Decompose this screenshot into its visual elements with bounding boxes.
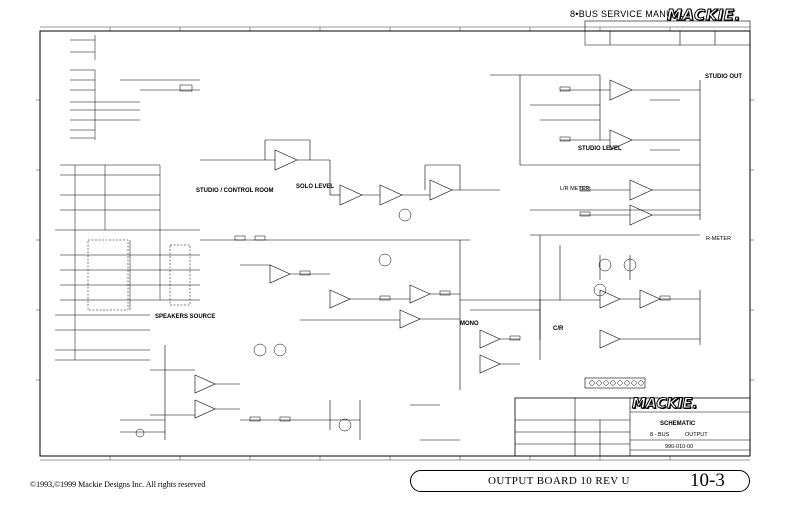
mono-label: MONO	[460, 321, 479, 327]
copyright-notice: ©1993,©1999 Mackie Designs Inc. All righ…	[30, 480, 206, 489]
lr-meter-label: L/R METER	[560, 186, 589, 192]
title-block-product: 8 - BUS	[650, 432, 670, 438]
studio-out-label: STUDIO OUT	[705, 74, 742, 80]
studio-control-room-label: STUDIO / CONTROL ROOM	[196, 188, 274, 194]
title-block-board: OUTPUT	[685, 432, 708, 438]
title-block-drawing-number: 990-010-00	[665, 444, 693, 450]
cr-label: C/R	[553, 326, 564, 332]
mackie-logo: MACKIE.	[667, 6, 741, 25]
solo-level-label: SOLO LEVEL	[296, 184, 334, 190]
title-block-logo: MACKIE.	[632, 396, 699, 413]
footer-frame	[410, 470, 750, 492]
manual-title: 8•BUS SERVICE MANUAL	[570, 9, 685, 19]
studio-level-label: STUDIO LEVEL	[578, 146, 622, 152]
r-meter-label: R-METER	[706, 236, 731, 242]
page-number: 10-3	[690, 470, 725, 491]
title-block-schematic: SCHEMATIC	[660, 421, 696, 427]
board-title: OUTPUT BOARD 10 REV U	[488, 475, 630, 487]
speakers-source-label: SPEAKERS SOURCE	[155, 314, 215, 320]
